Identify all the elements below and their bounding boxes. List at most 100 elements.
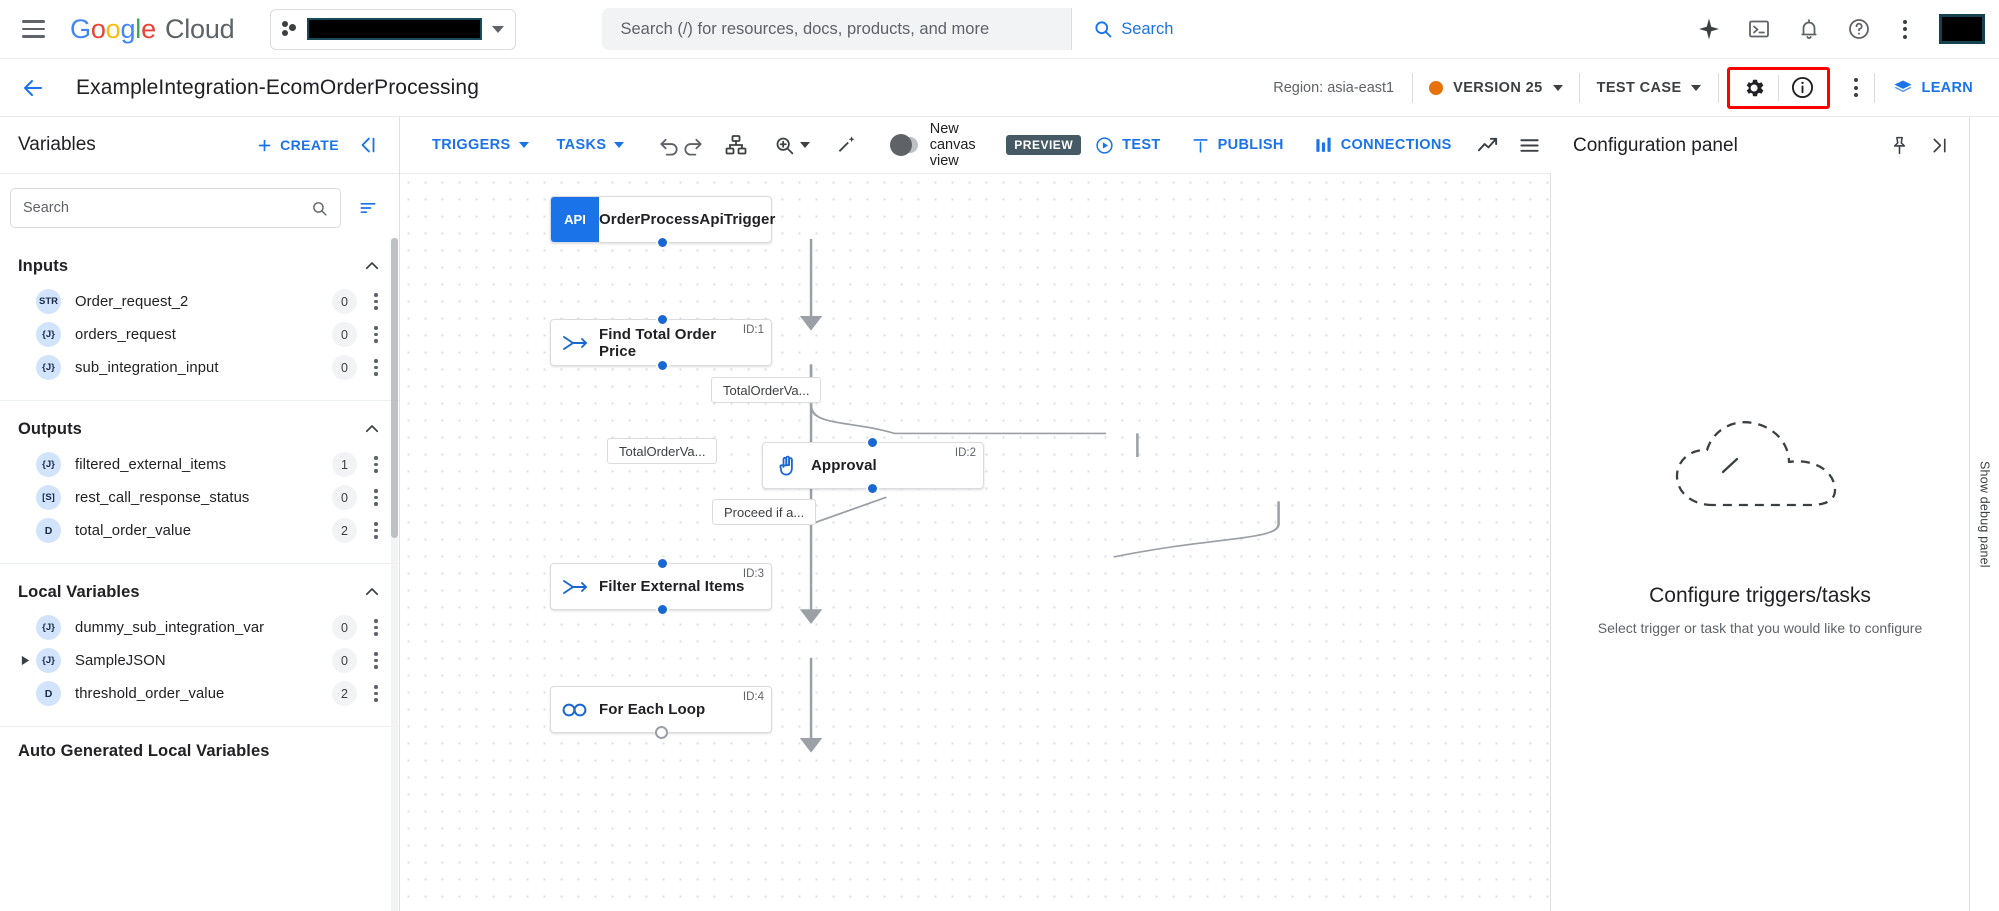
node-port[interactable] [655, 726, 668, 739]
variables-scrollbar[interactable] [391, 238, 398, 911]
variables-search-input[interactable]: Search [10, 188, 341, 228]
new-canvas-view-toggle[interactable] [890, 134, 918, 156]
test-case-selector[interactable]: TEST CASE [1580, 80, 1718, 96]
variable-row-kebab-icon[interactable] [365, 485, 387, 511]
variable-row-kebab-icon[interactable] [365, 355, 387, 381]
integration-more-options-kebab-icon[interactable] [1838, 67, 1874, 109]
hamburger-menu-icon[interactable] [10, 6, 56, 52]
node-port[interactable] [656, 603, 669, 616]
cloud-wordmark: Cloud [164, 13, 235, 44]
node-orderprocessapitrigger[interactable]: API OrderProcessApiTrigger [550, 196, 775, 243]
edge-label[interactable]: TotalOrderVa... [607, 438, 718, 464]
show-debug-panel-rail[interactable]: Show debug panel [1969, 117, 1999, 911]
variables-group: Auto Generated Local Variables [0, 727, 399, 783]
info-glyph [1792, 76, 1814, 99]
variables-group-header[interactable]: Inputs [0, 238, 399, 285]
cloud-shell-icon[interactable] [1737, 7, 1781, 51]
edge-label-text: TotalOrderVa... [723, 382, 810, 398]
redo-icon[interactable] [681, 125, 704, 165]
node-port[interactable] [656, 313, 669, 326]
collapse-panel-icon[interactable] [349, 126, 387, 164]
search-button[interactable]: Search [1071, 8, 1195, 50]
publish-button[interactable]: PUBLISH [1177, 125, 1298, 165]
project-picker[interactable] [270, 8, 517, 50]
search-icon [313, 201, 327, 216]
variable-row-kebab-icon[interactable] [365, 322, 387, 348]
variable-row-kebab-icon[interactable] [365, 681, 387, 707]
topbar-more-options-kebab-icon[interactable] [1887, 8, 1923, 50]
gemini-sparkle-icon[interactable] [1687, 7, 1731, 51]
variables-group-header[interactable]: Auto Generated Local Variables [0, 727, 399, 767]
create-variable-button[interactable]: CREATE [246, 129, 349, 162]
variables-panel-header: Variables CREATE [0, 117, 399, 174]
node-for-each-loop[interactable]: For Each Loop ID:4 [550, 686, 772, 733]
test-button[interactable]: TEST [1081, 125, 1174, 165]
monitoring-chart-icon[interactable] [1468, 125, 1508, 165]
node-port[interactable] [866, 436, 879, 449]
list-logs-icon[interactable] [1510, 125, 1550, 165]
variable-name: rest_call_response_status [75, 489, 250, 506]
node-label: For Each Loop [599, 701, 706, 718]
variable-count-badge: 1 [332, 452, 357, 477]
zoom-control[interactable] [768, 125, 816, 165]
variable-row-kebab-icon[interactable] [365, 518, 387, 544]
node-port[interactable] [656, 359, 669, 372]
variable-row-kebab-icon[interactable] [365, 615, 387, 641]
edge-label[interactable]: TotalOrderVa... [711, 377, 822, 403]
learn-button[interactable]: LEARN [1875, 78, 1985, 98]
pin-icon[interactable] [1879, 126, 1919, 166]
variable-count-badge: 0 [332, 289, 357, 314]
settings-gear-icon[interactable] [1730, 70, 1778, 106]
back-arrow-icon[interactable] [12, 67, 54, 109]
sort-filter-icon[interactable] [351, 191, 385, 225]
dashed-cloud-icon [1675, 420, 1837, 506]
expand-triangle-icon[interactable] [14, 655, 36, 666]
variables-group-header[interactable]: Local Variables [0, 564, 399, 611]
chevron-up-icon[interactable] [359, 416, 385, 442]
node-port[interactable] [656, 557, 669, 570]
google-cloud-logo[interactable]: Google Cloud [70, 13, 235, 45]
variables-group-header[interactable]: Outputs [0, 401, 399, 448]
variable-row-kebab-icon[interactable] [365, 289, 387, 315]
auto-layout-icon[interactable] [724, 125, 748, 165]
integration-canvas[interactable]: API OrderProcessApiTrigger Find Tot [400, 174, 1551, 911]
chevron-down-icon [518, 142, 529, 148]
triggers-menu[interactable]: TRIGGERS [418, 137, 543, 153]
edge-label[interactable]: Proceed if a... [712, 499, 817, 525]
configuration-empty-title: Configure triggers/tasks [1649, 583, 1871, 607]
variable-type-badge: D [36, 518, 61, 543]
search-input[interactable]: Search (/) for resources, docs, products… [602, 8, 1071, 50]
variables-group-title: Local Variables [18, 582, 140, 601]
variable-row-kebab-icon[interactable] [365, 452, 387, 478]
undo-icon[interactable] [658, 125, 681, 165]
variable-row-kebab-icon[interactable] [365, 648, 387, 674]
magic-cleanup-icon[interactable] [836, 125, 858, 165]
help-question-icon[interactable] [1837, 7, 1881, 51]
connections-button[interactable]: CONNECTIONS [1300, 125, 1466, 165]
notifications-bell-icon[interactable] [1787, 7, 1831, 51]
expand-triangle-icon [21, 655, 29, 666]
version-selector[interactable]: VERSION 25 [1413, 80, 1578, 96]
node-port[interactable] [656, 236, 669, 249]
chevron-up-icon[interactable] [359, 253, 385, 279]
chevron-up-icon[interactable] [359, 579, 385, 605]
tasks-menu[interactable]: TASKS [543, 137, 639, 153]
expand-panel-icon[interactable] [1919, 126, 1959, 166]
new-canvas-view-toggle-group: New canvas view PREVIEW [890, 121, 1082, 169]
node-port[interactable] [866, 482, 879, 495]
edge-label-text: Proceed if a... [724, 504, 805, 520]
google-wordmark: Google [70, 13, 156, 44]
avatar[interactable] [1939, 14, 1985, 44]
global-search[interactable]: Search (/) for resources, docs, products… [602, 8, 1195, 50]
info-circle-icon[interactable] [1779, 70, 1827, 106]
